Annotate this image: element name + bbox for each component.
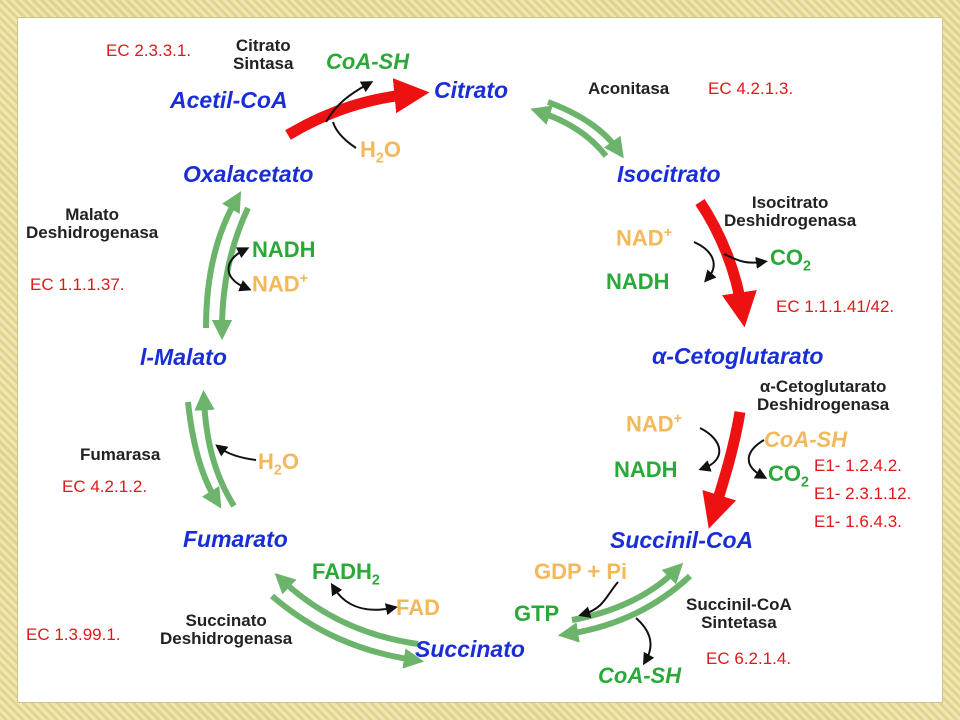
formula-part: CO [770, 245, 803, 270]
metabolite-citrato: Citrato [434, 77, 509, 103]
arrow-coa-sh-out [635, 617, 655, 666]
arrow-succinato-dh-reverse [270, 593, 425, 669]
enzyme-label-line: Isocitrato [751, 193, 829, 212]
metabolite-fumarato: Fumarato [183, 526, 288, 552]
enzyme-label-line: Deshidrogenasa [160, 628, 293, 648]
enzyme-label-line: Deshidrogenasa [724, 210, 857, 230]
cofactor-co2-ceto: CO2 [768, 462, 809, 490]
ec-succinil-coa-sintetasa: EC 6.2.1.4. [706, 649, 792, 668]
arrow-malato-dh-forward [203, 191, 242, 329]
ec-citrato-sintasa: EC 2.3.3.1. [106, 41, 192, 60]
cofactor-nad-mal: NAD+ [252, 271, 309, 297]
arrow-fumarasa-forward [185, 401, 222, 509]
ec-cetoglutarato-dh: E1- 1.2.4.2. E1- 2.3.1.12. E1- 1.6.4.3. [814, 452, 911, 536]
arrow-citrato-sintasa [285, 78, 430, 140]
formula-superscript: + [299, 271, 309, 287]
enzyme-label-line: α-Cetoglutarato [759, 377, 887, 396]
ec-line: E1- 2.3.1.12. [814, 484, 912, 503]
arrow-co2-iso [723, 253, 768, 269]
arrow-gdp-gtp [578, 581, 619, 619]
cofactor-fadh2: FADH2 [312, 560, 380, 588]
metabolite-malato: l-Malato [140, 344, 227, 370]
metabolite-isocitrato: Isocitrato [617, 161, 721, 187]
cofactor-gtp: GTP [514, 601, 560, 626]
arrow-aconitasa-forward [546, 99, 624, 159]
formula-part: O [383, 137, 401, 162]
enzyme-label-line: Sintetasa [701, 612, 777, 632]
cofactor-nadh-ceto: NADH [614, 457, 678, 482]
ec-isocitrato-dh: EC 1.1.1.41/42. [776, 297, 895, 316]
arrow-fumarasa-reverse [194, 389, 237, 508]
enzyme-label-line: Succinil-CoA [686, 595, 792, 614]
enzyme-label-line: Deshidrogenasa [757, 394, 890, 414]
cofactor-h2o-fum: H2O [258, 450, 299, 478]
formula-part: H [360, 137, 376, 162]
arrow-nad-iso [693, 241, 717, 283]
formula-part: NAD [626, 411, 674, 437]
cofactor-gdp-pi: GDP + Pi [534, 559, 628, 584]
formula-subscript: 2 [375, 150, 384, 167]
diagram-panel [18, 18, 942, 702]
ec-fumarasa: EC 4.2.1.2. [62, 477, 148, 496]
arrow-h2o-in [332, 121, 357, 149]
enzyme-malato-dh: Malato Deshidrogenasa [26, 206, 158, 242]
arrow-aconitasa-reverse [530, 105, 609, 158]
cofactor-co2-iso: CO2 [770, 246, 811, 274]
enzyme-cetoglutarato-dh: α-Cetoglutarato Deshidrogenasa [757, 378, 889, 414]
formula-subscript: 2 [273, 462, 282, 479]
cofactor-coa-sh-ceto: CoA-SH [764, 427, 848, 452]
ec-succinato-dh: EC 1.3.99.1. [26, 625, 121, 644]
arrow-nad-nadh-mal [227, 247, 252, 292]
formula-part: NAD [252, 271, 300, 297]
enzyme-aconitasa: Aconitasa [588, 79, 670, 98]
metabolite-succinil-coa: Succinil-CoA [610, 527, 754, 553]
cofactor-coa-sh-top: CoA-SH [326, 49, 410, 74]
cofactor-nad-ceto: NAD+ [626, 411, 683, 437]
metabolite-cetoglutarato: α-Cetoglutarato [652, 343, 824, 369]
formula-subscript: 2 [803, 258, 811, 275]
arrow-h2o-fum [215, 444, 257, 461]
arrow-succinato-dh-forward [274, 572, 419, 647]
arrow-nad-ceto [698, 427, 721, 472]
cofactor-fad: FAD [396, 595, 440, 620]
enzyme-label-line: Deshidrogenasa [26, 222, 159, 242]
formula-part: CO [768, 461, 801, 486]
cofactor-coa-sh-bottom: CoA-SH [598, 663, 682, 688]
enzyme-succinato-dh: Succinato Deshidrogenasa [160, 612, 292, 648]
enzyme-label-line: Succinato [185, 611, 267, 630]
ec-malato-dh: EC 1.1.1.37. [30, 275, 125, 294]
enzyme-citrato-sintasa: Citrato Sintasa [233, 37, 293, 73]
formula-part: NAD [616, 225, 664, 251]
enzyme-label-line: Citrato [235, 36, 291, 55]
enzyme-isocitrato-dh: Isocitrato Deshidrogenasa [724, 194, 856, 230]
formula-superscript: + [673, 411, 683, 427]
metabolite-succinato: Succinato [415, 636, 525, 662]
enzyme-label-line: Sintasa [233, 53, 294, 73]
arrow-coa-sh-release [325, 81, 374, 123]
arrow-isocitrato-dh [695, 198, 757, 328]
enzyme-succinil-coa-sintetasa: Succinil-CoA Sintetasa [686, 596, 792, 632]
ec-line: E1- 1.6.4.3. [814, 512, 902, 531]
cofactor-nadh-mal: NADH [252, 237, 316, 262]
metabolite-acetil-coa: Acetil-CoA [170, 87, 288, 113]
formula-part: FADH [312, 559, 372, 584]
formula-subscript: 2 [371, 572, 380, 589]
arrow-fad-fadh2 [330, 582, 398, 616]
enzyme-fumarasa: Fumarasa [80, 445, 161, 464]
formula-part: O [281, 449, 299, 474]
arrow-co2-ceto [747, 439, 768, 479]
cofactor-nad-iso: NAD+ [616, 225, 673, 251]
cofactor-nadh-iso: NADH [606, 269, 670, 294]
ec-aconitasa: EC 4.2.1.3. [708, 79, 794, 98]
formula-part: H [258, 449, 274, 474]
arrow-cetoglutarato-dh [702, 411, 746, 529]
cofactor-h2o-top: H2O [360, 138, 401, 166]
arrow-succinil-sintetasa-forward [557, 573, 693, 643]
formula-subscript: 2 [801, 474, 809, 491]
formula-superscript: + [663, 225, 673, 241]
ec-line: E1- 1.2.4.2. [814, 456, 902, 475]
metabolite-oxalacetato: Oxalacetato [183, 161, 314, 187]
enzyme-label-line: Malato [65, 205, 120, 224]
